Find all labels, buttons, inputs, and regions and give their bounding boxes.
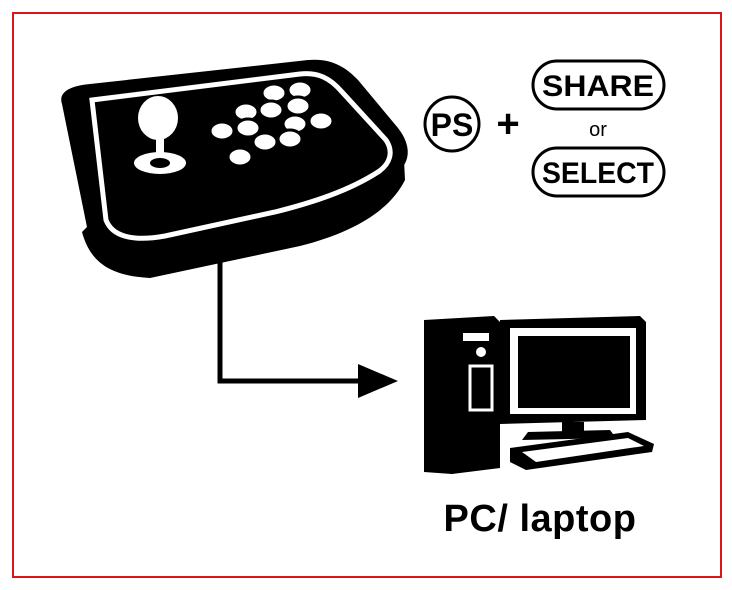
ps-button-label: PS: [431, 107, 474, 143]
or-label: or: [589, 119, 607, 141]
share-button-label: SHARE: [542, 70, 654, 103]
diagram-frame: [12, 12, 722, 578]
joystick-icon: [134, 96, 186, 174]
arcade-stick-icon: [61, 59, 408, 278]
share-button: SHARE: [531, 59, 666, 111]
connection-arrow: [217, 258, 398, 398]
select-button: SELECT: [531, 146, 666, 198]
plus-sign: +: [496, 102, 519, 146]
ps-button: PS: [423, 95, 481, 153]
desktop-pc-icon: [424, 316, 654, 474]
select-button-label: SELECT: [542, 157, 654, 190]
target-device-label: PC/ laptop: [443, 498, 637, 540]
arcade-buttons: [208, 79, 335, 168]
